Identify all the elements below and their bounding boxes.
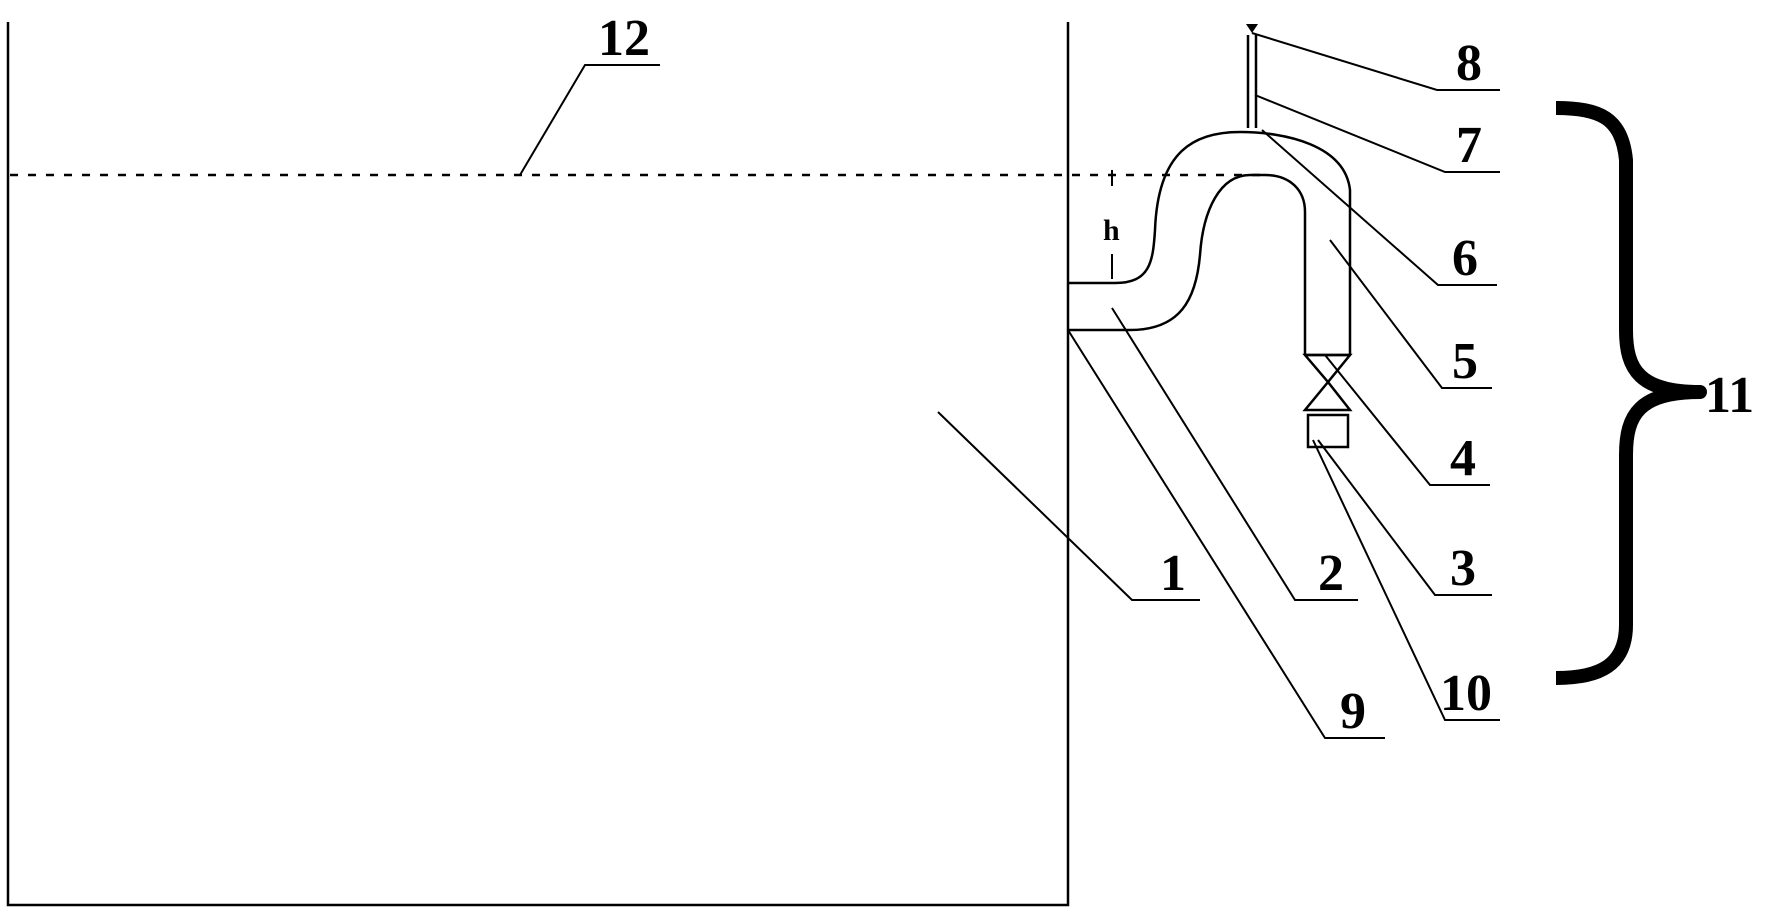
leader-2: [1111, 307, 1358, 601]
leader-lines: [519, 32, 1500, 739]
label-1: 1: [1160, 545, 1186, 602]
label-6: 6: [1452, 230, 1478, 287]
label-11: 11: [1705, 367, 1754, 424]
label-3: 3: [1450, 540, 1476, 597]
label-10: 10: [1440, 665, 1492, 722]
vent-cap: [1246, 24, 1258, 33]
leader-4: [1324, 354, 1490, 486]
label-8: 8: [1456, 35, 1482, 92]
outlet-nozzle: [1306, 413, 1350, 449]
pipe-outer-wall: [1068, 130, 1352, 355]
leader-12: [519, 64, 660, 176]
leader-10: [1312, 439, 1500, 721]
leader-7: [1254, 94, 1500, 173]
label-12: 12: [598, 10, 650, 67]
label-2: 2: [1318, 545, 1344, 602]
leader-5: [1329, 239, 1492, 389]
leader-9: [1067, 329, 1385, 739]
tank-outline: [6, 22, 1070, 907]
valve-body: [1302, 353, 1353, 412]
leader-1: [937, 411, 1200, 601]
h-dimension-label: h: [1103, 214, 1120, 247]
label-5: 5: [1452, 333, 1478, 390]
label-4: 4: [1450, 430, 1476, 487]
label-9: 9: [1340, 683, 1366, 740]
label-7: 7: [1456, 117, 1482, 174]
leader-6: [1261, 129, 1497, 286]
brace-11: [1555, 101, 1707, 685]
leader-8: [1251, 32, 1500, 91]
leader-3: [1317, 439, 1492, 596]
pipe-inner-wall: [1068, 173, 1307, 355]
